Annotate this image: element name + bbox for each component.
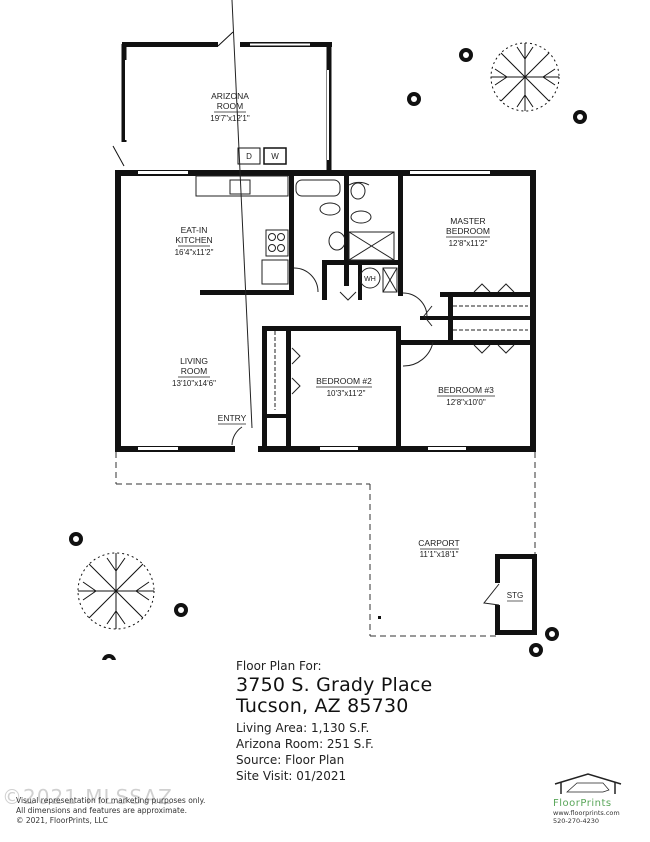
master-bedroom-label-2: BEDROOM	[446, 226, 490, 236]
tree-icon	[77, 552, 155, 630]
bedroom2-dimensions: 10'3"x11'2"	[327, 389, 366, 398]
site-visit: Site Visit: 01/2021	[236, 769, 347, 783]
address-line-2: Tucson, AZ 85730	[236, 695, 409, 717]
shrub-icons	[69, 48, 587, 660]
floor-plan-heading: Floor Plan For:	[236, 659, 322, 673]
mls-watermark: ©2021 MLSSAZ	[2, 785, 173, 809]
living-area: Living Area: 1,130 S.F.	[236, 721, 370, 735]
bedroom3-dimensions: 12'8"x10'0"	[446, 398, 486, 407]
master-bedroom-label: MASTER	[450, 216, 485, 226]
house-walls	[115, 170, 536, 452]
carport-outline	[115, 452, 536, 637]
bedroom2-label: BEDROOM #2	[316, 376, 372, 386]
tree-icon	[490, 42, 560, 112]
kitchen-label-2: KITCHEN	[175, 235, 212, 245]
logo-brand: FloorPrints	[553, 798, 612, 809]
kitchen-dimensions: 16'4"x11'2"	[175, 248, 214, 257]
disclaimer: Visual representation for marketing purp…	[16, 796, 205, 826]
dryer-label: D	[246, 152, 252, 161]
arizona-room-walls	[112, 31, 332, 172]
copyright: © 2021, FloorPrints, LLC	[16, 816, 108, 826]
disclaimer-line-2: All dimensions and features are approxim…	[16, 806, 187, 816]
source: Source: Floor Plan	[236, 753, 345, 767]
arizona-room-dimensions: 19'7"x12'1"	[210, 114, 250, 123]
floorprints-logo: FloorPrints www.floorprints.com 520-270-…	[553, 772, 643, 825]
storage-label: STG	[507, 591, 523, 600]
living-room-label-2: ROOM	[181, 366, 207, 376]
house-roof-icon	[554, 773, 622, 794]
fixtures	[195, 0, 528, 446]
arizona-room-label-2: ROOM	[217, 101, 243, 111]
logo-url: www.floorprints.com	[553, 809, 620, 817]
disclaimer-line-1: Visual representation for marketing purp…	[16, 796, 206, 805]
arizona-room-area: Arizona Room: 251 S.F.	[236, 737, 374, 751]
kitchen-label: EAT-IN	[181, 225, 208, 235]
storage-walls	[378, 554, 537, 635]
arizona-room-label: ARIZONA	[211, 91, 249, 101]
carport-label: CARPORT	[418, 538, 459, 548]
logo-phone: 520-270-4230	[553, 817, 600, 825]
water-heater-label: WH	[364, 276, 376, 283]
property-info: Floor Plan For: 3750 S. Grady Place Tucs…	[236, 660, 432, 786]
living-room-label: LIVING	[180, 356, 208, 366]
living-room-dimensions: 13'10"x14'6"	[172, 379, 216, 388]
entry-label: ENTRY	[218, 413, 247, 423]
bedroom3-label: BEDROOM #3	[438, 385, 494, 395]
carport-dimensions: 11'1"x18'1"	[420, 550, 459, 559]
washer-label: W	[271, 152, 279, 161]
address-line-1: 3750 S. Grady Place	[236, 674, 433, 696]
floor-plan: ARIZONA ROOM 19'7"x12'1" D W	[69, 0, 587, 660]
master-bedroom-dimensions: 12'8"x11'2"	[449, 239, 488, 248]
